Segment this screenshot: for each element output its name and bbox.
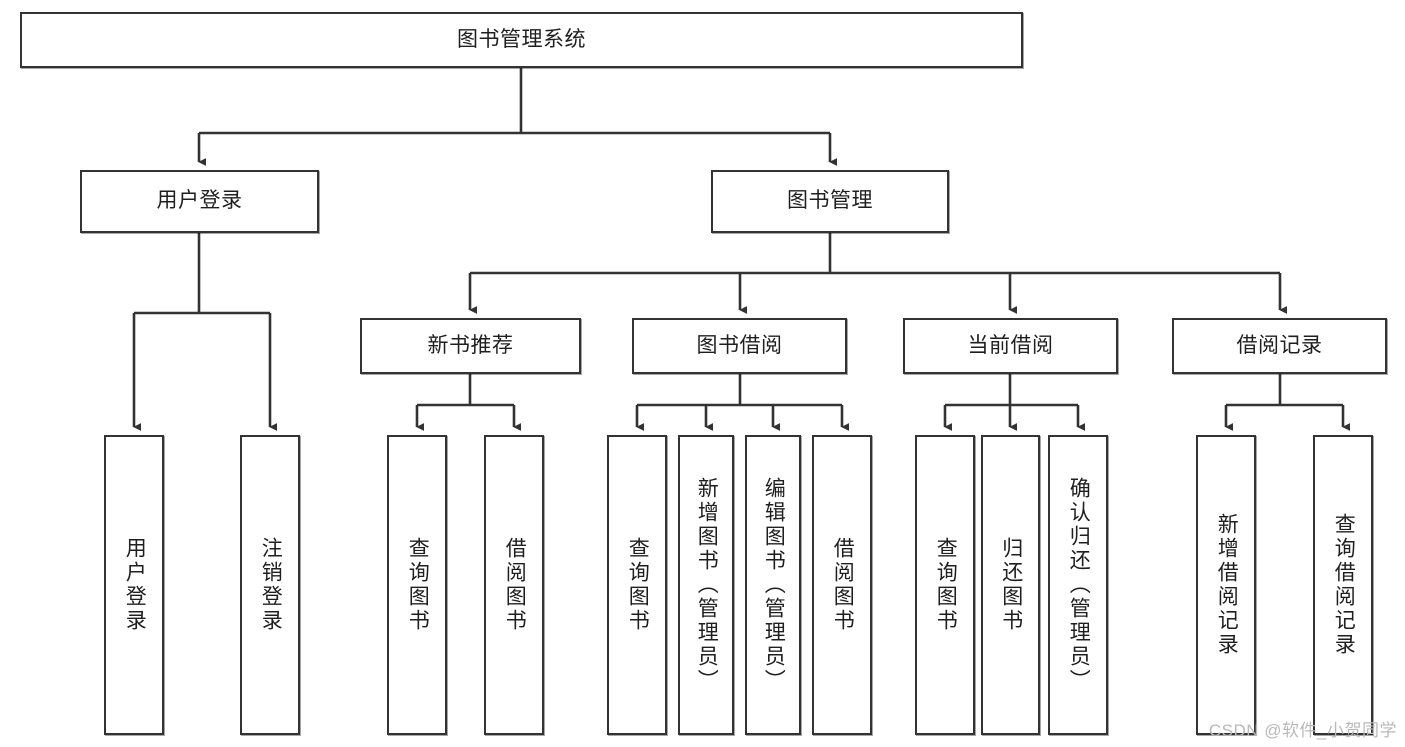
leaf-query-book-borrow[interactable]: 查询图书	[607, 435, 667, 735]
leaf-return-book[interactable]: 归还图书	[981, 435, 1040, 735]
node-book-management[interactable]: 图书管理	[711, 170, 949, 233]
node-book-borrow-label: 图书借阅	[696, 333, 783, 357]
node-user-login-label: 用户登录	[156, 189, 243, 213]
node-borrow-records[interactable]: 借阅记录	[1172, 318, 1387, 374]
leaf-confirm-return-admin-label: 确认归还（管理员）	[1067, 477, 1091, 693]
leaf-add-book-admin[interactable]: 新增图书（管理员）	[678, 435, 734, 735]
node-book-borrow[interactable]: 图书借阅	[632, 318, 847, 374]
leaf-add-book-admin-label: 新增图书（管理员）	[695, 477, 719, 693]
node-new-book-recommendation[interactable]: 新书推荐	[360, 318, 581, 374]
watermark: CSDN @软件_小贺同学	[1208, 721, 1397, 740]
leaf-borrow-book[interactable]: 借阅图书	[812, 435, 872, 735]
node-root[interactable]: 图书管理系统	[20, 12, 1023, 68]
leaf-add-borrow-record-label: 新增借阅记录	[1215, 513, 1239, 657]
node-current-borrow[interactable]: 当前借阅	[903, 318, 1118, 374]
leaf-borrow-book-recommend[interactable]: 借阅图书	[484, 435, 544, 735]
leaf-confirm-return-admin[interactable]: 确认归还（管理员）	[1048, 435, 1108, 735]
leaf-edit-book-admin-label: 编辑图书（管理员）	[762, 477, 786, 693]
leaf-query-book-recommend[interactable]: 查询图书	[387, 435, 447, 735]
leaf-edit-book-admin[interactable]: 编辑图书（管理员）	[745, 435, 801, 735]
leaf-query-borrow-record-label: 查询借阅记录	[1332, 513, 1356, 657]
leaf-query-book-current[interactable]: 查询图书	[915, 435, 975, 735]
leaf-add-borrow-record[interactable]: 新增借阅记录	[1196, 435, 1256, 735]
leaf-user-login-label: 用户登录	[123, 537, 147, 633]
node-user-login[interactable]: 用户登录	[80, 170, 319, 233]
leaf-query-book-recommend-label: 查询图书	[406, 537, 430, 633]
node-new-book-recommendation-label: 新书推荐	[427, 333, 514, 357]
leaf-user-login[interactable]: 用户登录	[104, 435, 164, 735]
leaf-borrow-book-recommend-label: 借阅图书	[503, 537, 527, 633]
node-root-label: 图书管理系统	[457, 27, 586, 51]
leaf-user-logout-label: 注销登录	[259, 537, 283, 633]
leaf-user-logout[interactable]: 注销登录	[240, 435, 300, 735]
node-borrow-records-label: 借阅记录	[1236, 333, 1323, 357]
leaf-return-book-label: 归还图书	[999, 537, 1023, 633]
leaf-query-book-current-label: 查询图书	[934, 537, 958, 633]
node-current-borrow-label: 当前借阅	[967, 333, 1054, 357]
leaf-query-borrow-record[interactable]: 查询借阅记录	[1313, 435, 1373, 735]
leaf-query-book-borrow-label: 查询图书	[626, 537, 650, 633]
node-book-management-label: 图书管理	[787, 189, 873, 213]
leaf-borrow-book-label: 借阅图书	[831, 537, 855, 633]
